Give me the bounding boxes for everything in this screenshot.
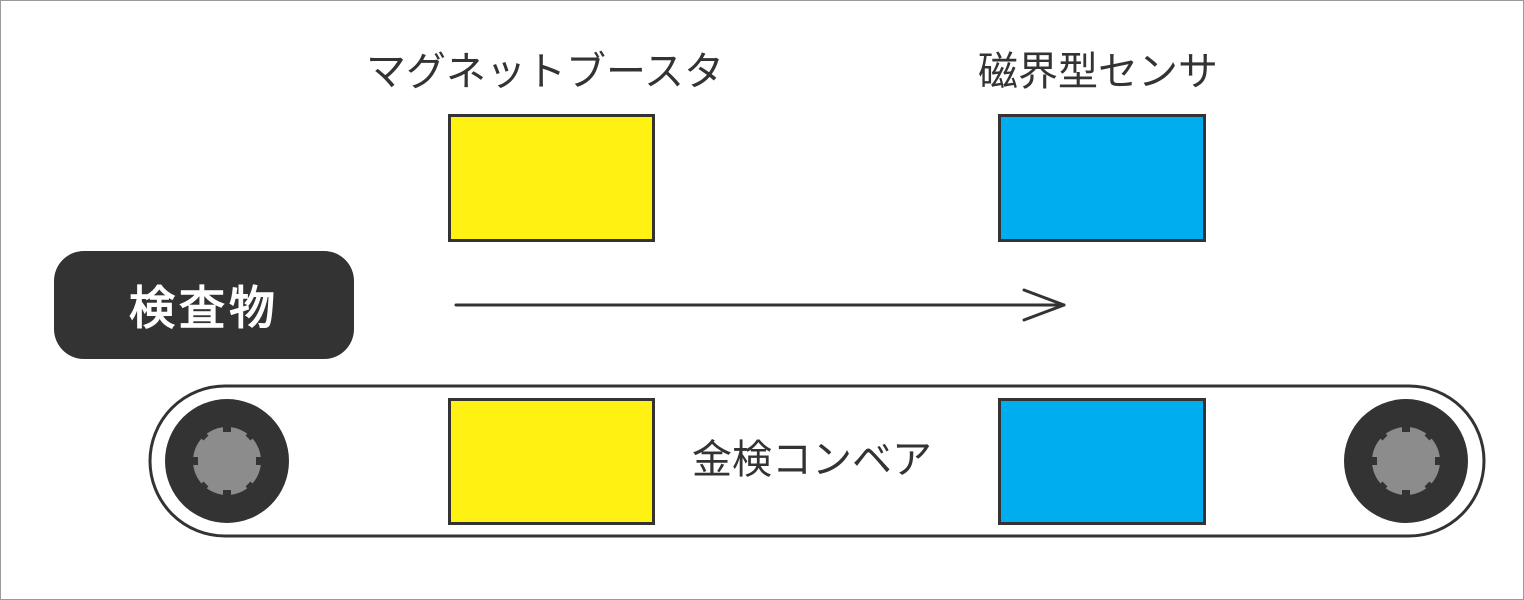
roller-icon <box>165 399 289 523</box>
conveyor-magnet-booster-block <box>448 398 655 525</box>
magnet-booster-label: マグネットブースタ <box>366 49 724 95</box>
arrow-right-icon <box>454 288 1066 322</box>
conveyor-label: 金検コンベア <box>692 437 932 483</box>
roller-icon <box>1344 399 1468 523</box>
inspected-object-label: 検査物 <box>129 281 279 335</box>
conveyor-magnetic-sensor-block <box>998 398 1206 525</box>
inspected-object-tag: 検査物 <box>54 251 354 359</box>
magnetic-sensor-label: 磁界型センサ <box>978 49 1218 95</box>
magnet-booster-block <box>448 114 655 242</box>
magnetic-sensor-block <box>998 114 1206 242</box>
